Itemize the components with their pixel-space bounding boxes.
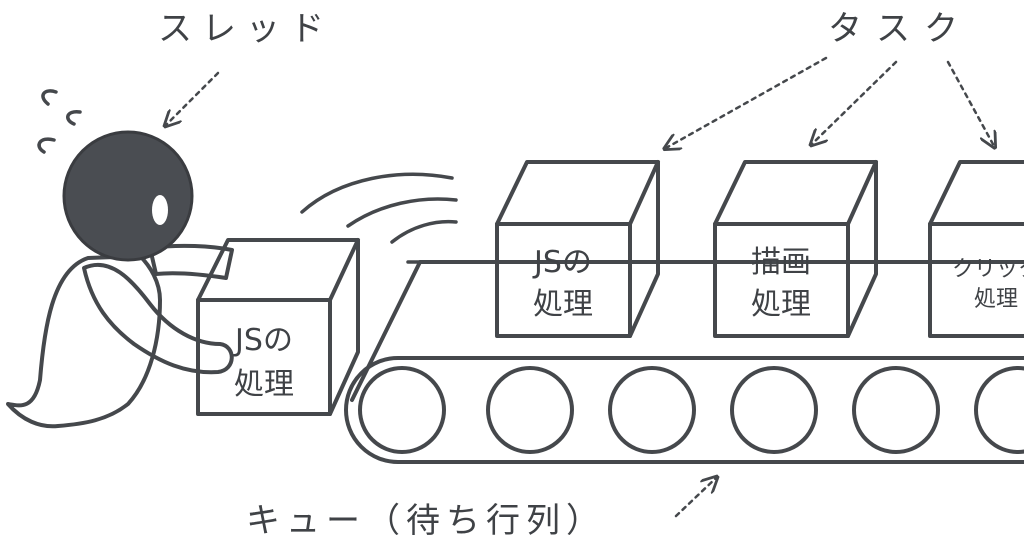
thread-label: スレッド: [158, 9, 334, 49]
queue-arrow: [674, 478, 716, 518]
task-box-line1: クリック: [952, 257, 1024, 282]
worry-marks-icon: [37, 89, 82, 154]
belt-roller: [974, 366, 1024, 454]
belt-roller: [852, 366, 940, 454]
task-box-line2: 処理: [974, 287, 1018, 312]
belt-roller: [486, 366, 574, 454]
task-box: 描画 処理: [713, 160, 878, 338]
queue-label: キュー（待ち行列）: [246, 501, 606, 541]
carried-box-line1: JSの: [233, 323, 293, 358]
task-box-line1: 描画: [751, 245, 811, 280]
motion-lines: [300, 172, 458, 244]
task-label: タスク: [828, 9, 972, 49]
task-arrow-1: [666, 56, 828, 148]
task-arrow-2: [812, 60, 898, 144]
character-body: [6, 254, 162, 429]
belt-roller: [730, 366, 818, 454]
conveyor-belt: [344, 260, 1024, 464]
task-box-line1: JSの: [532, 245, 592, 280]
character-arm: [82, 262, 234, 375]
character-head: [62, 130, 194, 262]
carried-box: JSの 処理: [196, 238, 360, 416]
carried-box-line2: 処理: [234, 367, 294, 402]
thread-character: [6, 89, 234, 429]
belt-roller: [358, 366, 446, 454]
task-box-line2: 処理: [751, 287, 811, 322]
thread-arrow: [166, 71, 220, 125]
character-eye: [152, 195, 168, 225]
task-box-line2: 処理: [533, 287, 593, 322]
belt-roller: [608, 366, 696, 454]
task-box: クリック 処理: [928, 160, 1024, 338]
task-arrow-3: [946, 60, 994, 146]
task-box: JSの 処理: [495, 160, 660, 338]
